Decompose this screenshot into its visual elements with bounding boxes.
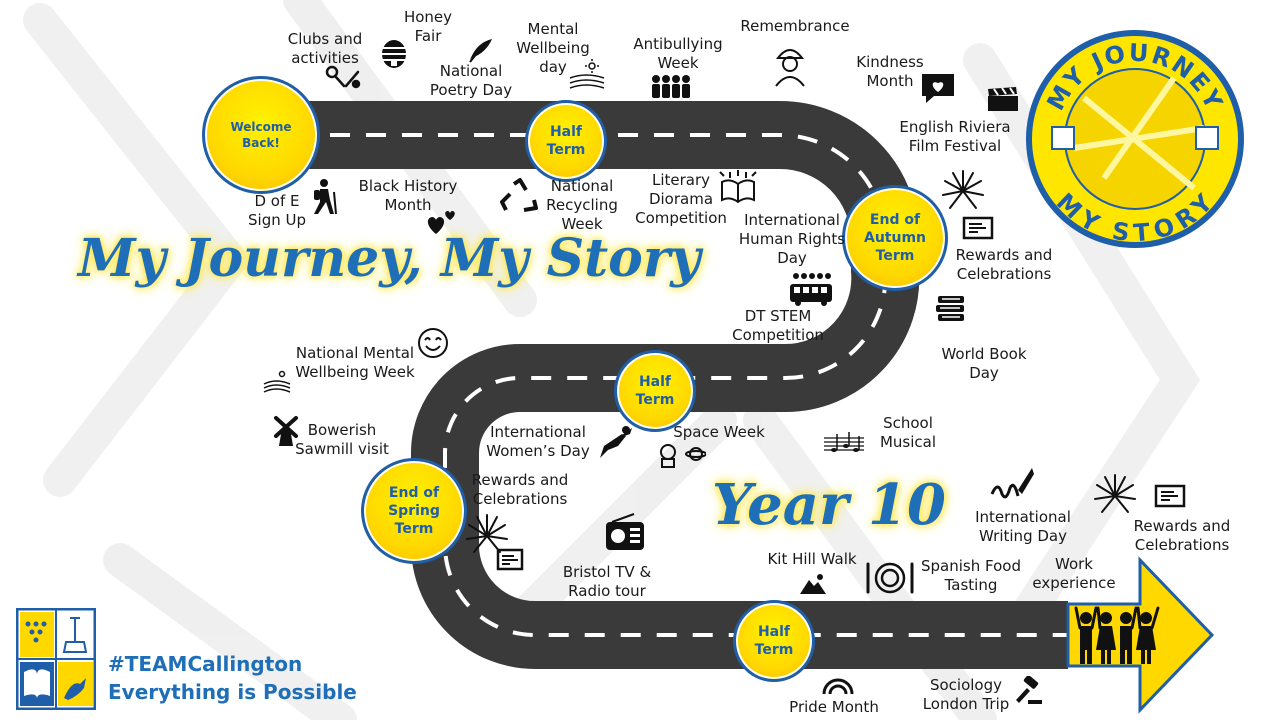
event-sociology-trip: Sociology London Trip	[922, 676, 1010, 713]
event-antibullying-week: Antibullying Week	[633, 35, 723, 72]
milestone-welcome: Welcome Back!	[202, 76, 320, 194]
certificate-icon	[962, 216, 994, 240]
school-logo	[16, 608, 96, 710]
event-black-history: Black History Month	[358, 177, 458, 214]
field-sun-icon	[263, 370, 291, 393]
page-title: My Journey, My Story	[78, 228, 701, 289]
event-diorama: Literary Diorama Competition	[635, 171, 727, 227]
milestone-half-term-2: Half Term	[614, 350, 696, 432]
year-title: Year 10	[712, 472, 946, 538]
event-world-book-day: World Book Day	[941, 345, 1027, 382]
event-space-week: Space Week	[673, 423, 765, 441]
event-dt-stem: DT STEM Competition	[732, 307, 824, 344]
radio-icon	[606, 513, 644, 550]
beehive-icon	[382, 40, 406, 68]
event-pride-month: Pride Month	[789, 698, 879, 716]
certificate-icon	[496, 548, 524, 571]
school-motto: Everything is Possible	[108, 680, 357, 704]
event-sawmill-visit: Bowerish Sawmill visit	[295, 421, 389, 458]
my-journey-badge: MY JOURNEY MY STORY	[1026, 30, 1244, 248]
clapperboard-icon	[988, 87, 1018, 111]
milestone-end-autumn: End of Autumn Term	[842, 185, 948, 291]
milestone-end-spring: End of Spring Term	[361, 458, 467, 564]
rainbow-icon	[822, 678, 854, 695]
heart-chat-icon	[922, 74, 954, 103]
bus-icon	[790, 273, 832, 306]
event-writing-day: International Writing Day	[975, 508, 1071, 545]
event-bristol-tour: Bristol TV & Radio tour	[562, 563, 652, 600]
event-film-festival: English Riviera Film Festival	[899, 118, 1011, 155]
mountain-icon	[800, 574, 826, 594]
event-work-experience: Work experience	[1032, 555, 1116, 592]
event-poetry-day: National Poetry Day	[429, 62, 513, 99]
event-kit-hill-walk: Kit Hill Walk	[767, 550, 857, 568]
event-spanish-food: Spanish Food Tasting	[921, 557, 1021, 594]
group-people-icon	[652, 75, 690, 98]
recycle-icon	[500, 178, 538, 212]
event-remembrance: Remembrance	[740, 17, 850, 35]
open-book-icon	[719, 170, 757, 204]
event-kindness-month: Kindness Month	[856, 53, 924, 90]
event-clubs: Clubs and activities	[287, 30, 363, 67]
event-womens-day: International Women’s Day	[486, 423, 590, 460]
hearts-icon	[427, 211, 455, 234]
astronaut-planet-icon	[660, 444, 706, 468]
field-sun-icon	[569, 59, 605, 89]
certificate-icon	[1154, 484, 1186, 508]
event-school-musical: School Musical	[879, 414, 937, 451]
book-stack-icon	[936, 296, 964, 321]
smiley-face-icon	[418, 328, 448, 358]
event-national-mental-week: National Mental Wellbeing Week	[295, 344, 415, 381]
event-honey-fair: Honey Fair	[403, 8, 453, 45]
milestone-half-term-3: Half Term	[733, 600, 815, 682]
event-rewards-2: Rewards and Celebrations	[471, 471, 569, 508]
fireworks-icon	[1094, 474, 1136, 513]
event-human-rights: International Human Rights Day	[738, 211, 846, 267]
event-rewards-1: Rewards and Celebrations	[955, 246, 1053, 283]
soldier-icon	[775, 49, 805, 87]
signature-pen-icon	[990, 468, 1034, 499]
fireworks-icon	[942, 170, 984, 209]
quill-icon	[469, 39, 492, 63]
sports-rackets-icon	[325, 65, 361, 89]
hiker-icon	[314, 179, 337, 215]
event-dofe: D of E Sign Up	[248, 192, 306, 229]
windmill-icon	[274, 416, 298, 446]
workers-icon	[1074, 606, 1160, 664]
event-recycling-week: National Recycling Week	[546, 177, 618, 233]
event-mental-wellbeing-day: Mental Wellbeing day	[516, 20, 590, 76]
milestone-half-term-1: Half Term	[525, 100, 607, 182]
plate-cutlery-icon	[866, 562, 914, 594]
gavel-icon	[1016, 676, 1042, 704]
superhero-icon	[600, 426, 632, 458]
event-rewards-3: Rewards and Celebrations	[1133, 517, 1231, 554]
fireworks-icon	[466, 514, 508, 553]
music-notes-icon	[824, 432, 864, 452]
team-hashtag: #TEAMCallington	[108, 652, 303, 676]
